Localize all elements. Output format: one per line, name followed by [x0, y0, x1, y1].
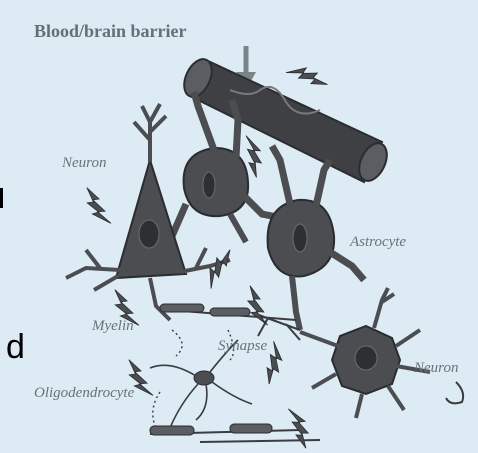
fragment-letter: d — [6, 328, 25, 366]
lightning-bolt-icon — [201, 250, 240, 289]
partial-cell-edge — [446, 382, 463, 403]
label-synapse: Synapse — [218, 338, 267, 354]
lightning-bolt-icon — [81, 188, 116, 224]
lightning-bolt-icon — [278, 409, 317, 448]
label-neuron-right: Neuron — [413, 360, 458, 376]
myelinated-axon — [160, 304, 300, 340]
diagram-title: Blood/brain barrier — [34, 21, 187, 41]
lightning-bolt-icon — [286, 58, 327, 100]
label-myelin: Myelin — [91, 318, 134, 334]
fragment-mark — [0, 188, 3, 208]
label-neuron-left: Neuron — [61, 155, 106, 171]
label-oligodendrocyte: Oligodendrocyte — [34, 385, 135, 401]
label-astrocyte: Astrocyte — [349, 234, 406, 250]
neuron-right — [300, 288, 430, 418]
